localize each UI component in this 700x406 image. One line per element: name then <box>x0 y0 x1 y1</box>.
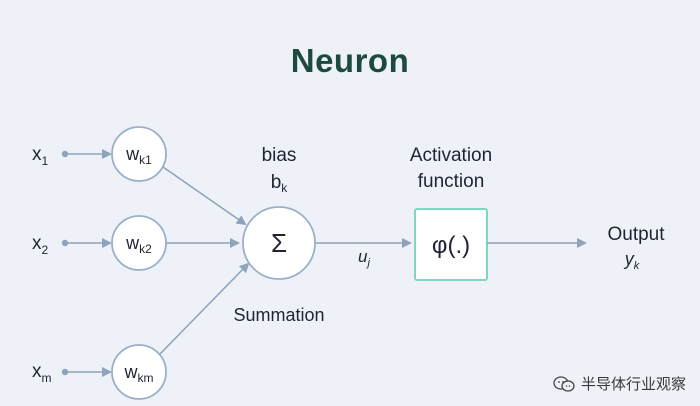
bias-label: bias <box>262 145 297 166</box>
watermark: 半导体行业观察 <box>553 373 686 394</box>
weight-node-1 <box>111 126 167 182</box>
input-label-m: xm <box>32 361 52 385</box>
weight-arrow-m <box>159 262 250 355</box>
weight-label-m: wkm <box>124 362 154 385</box>
activation-box <box>414 208 488 281</box>
weight-node-m <box>111 344 167 400</box>
weight-label-2: wk2 <box>125 233 152 256</box>
chat-bubbles-icon <box>553 375 575 392</box>
summation-label: Summation <box>233 305 324 325</box>
input-label-1: x1 <box>32 144 49 168</box>
input-label-2: x2 <box>32 233 49 257</box>
watermark-text: 半导体行业观察 <box>580 375 686 393</box>
summation-node <box>242 206 316 280</box>
input-dot-2 <box>61 239 69 247</box>
weight-arrow-1 <box>162 166 247 226</box>
bias-symbol: bk <box>271 172 289 195</box>
input-dot-m <box>61 368 69 376</box>
output-label: Output <box>607 224 665 245</box>
input-dot-1 <box>61 150 69 158</box>
activation-label-line2: function <box>418 171 485 192</box>
activation-label-line1: Activation <box>410 145 492 166</box>
output-symbol: yk <box>623 249 640 272</box>
activation-symbol: φ(.) <box>432 232 470 259</box>
diagram-title: Neuron <box>290 42 410 79</box>
weight-label-1: wk1 <box>125 144 152 167</box>
signal-label: uj <box>358 247 370 269</box>
summation-symbol: Σ <box>271 228 287 258</box>
